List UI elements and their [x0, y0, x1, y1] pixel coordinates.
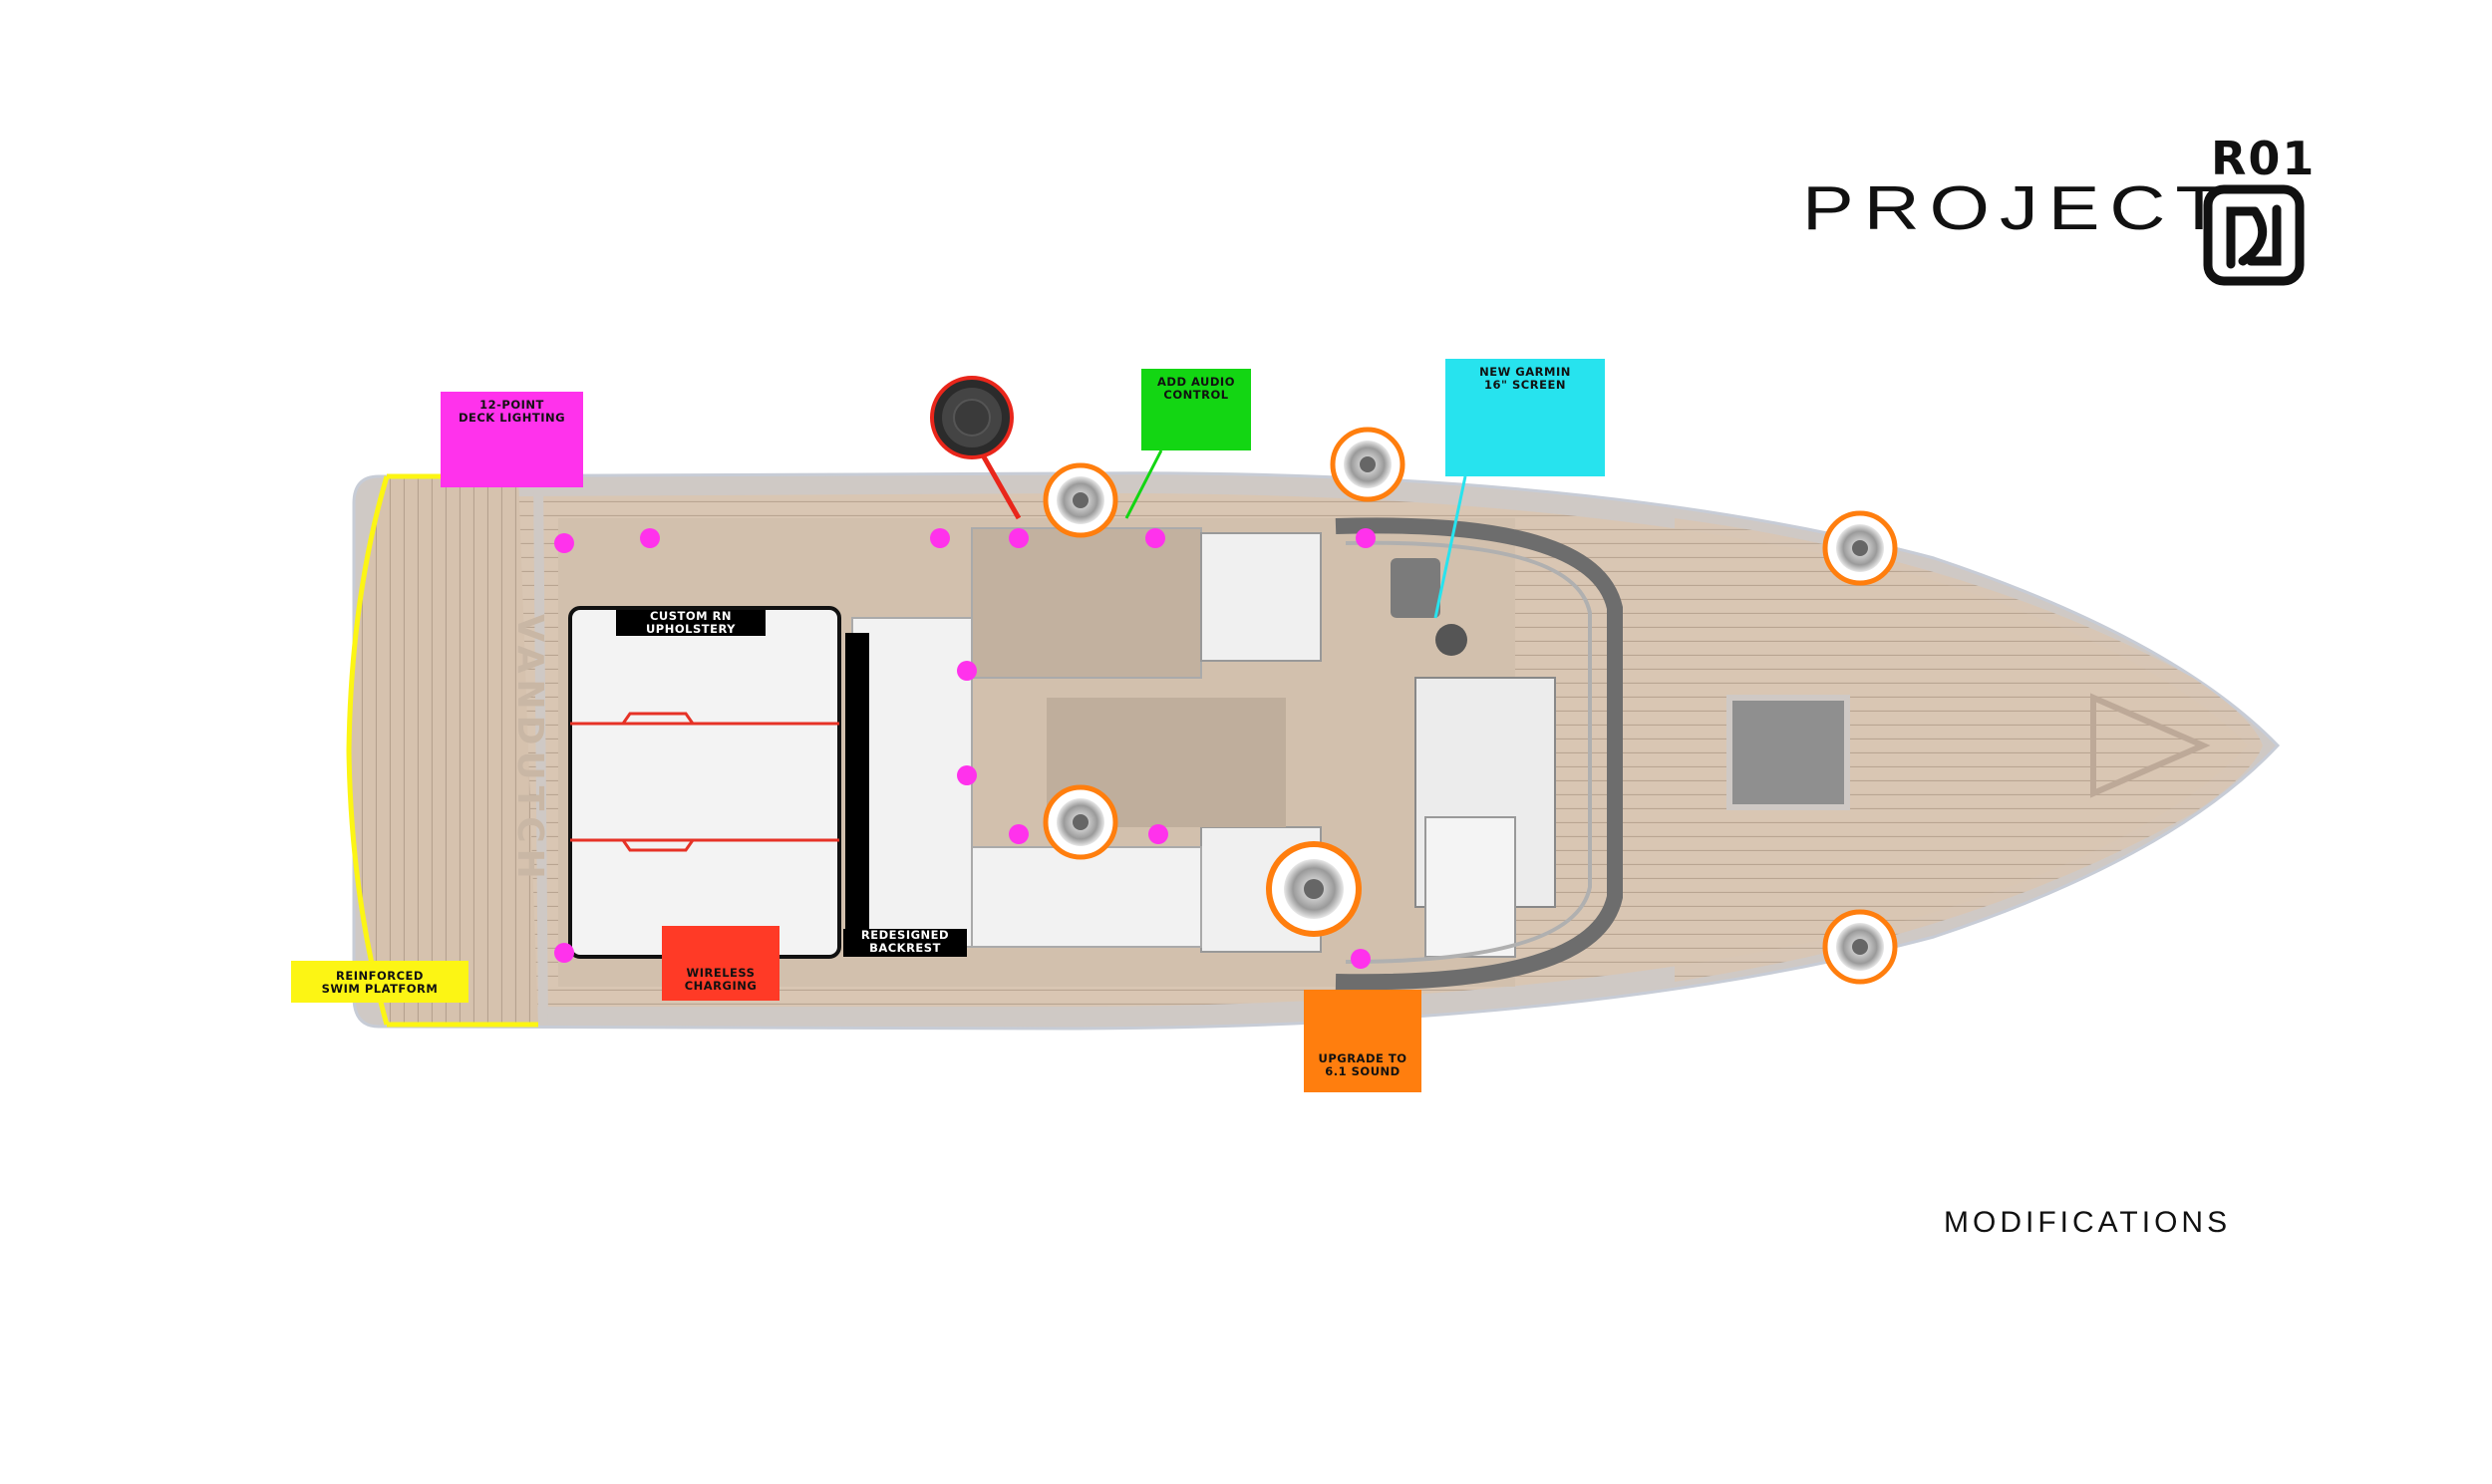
audio-control-line1: ADD AUDIO [1157, 375, 1235, 389]
speaker-grille-callout [930, 376, 1014, 459]
garmin-line1: NEW GARMIN [1479, 365, 1571, 379]
speaker-bow-starboard [1822, 909, 1898, 985]
speaker-aft-starboard [1043, 784, 1118, 860]
speaker-aft-port [1043, 462, 1118, 538]
garmin-line2: 16" SCREEN [1484, 378, 1566, 392]
brand-word: PROJECT [1802, 174, 2233, 243]
upholstery-line2: UPHOLSTERY [645, 622, 737, 636]
brand-logo-mark [2203, 184, 2305, 286]
leader-cyan [1433, 475, 1467, 619]
sunbed-upholstery: VANDUTCH [509, 606, 869, 959]
audio-control-line2: CONTROL [1163, 388, 1229, 402]
deck-lighting-line1: 12-POINT [479, 398, 544, 412]
sound-line1: UPGRADE TO [1318, 1051, 1407, 1065]
wireless-line1: WIRELESS [686, 966, 756, 980]
leader-red [979, 451, 1022, 520]
audio-control-callout: ADD AUDIO CONTROL [1141, 369, 1251, 450]
speaker-mid-port [1330, 427, 1405, 502]
backrest-callout: REDESIGNED BACKREST [843, 929, 967, 957]
brand-code: R01 [2211, 132, 2317, 185]
swim-platform-line2: SWIM PLATFORM [321, 982, 439, 996]
deck-lighting-callout: 12-POINT DECK LIGHTING [441, 392, 583, 487]
sound-callout: UPGRADE TO 6.1 SOUND [1304, 990, 1421, 1092]
speaker-bow-port [1822, 510, 1898, 586]
sound-line2: 6.1 SOUND [1325, 1064, 1401, 1078]
modifications-label: MODIFICATIONS [1944, 1206, 2232, 1239]
backrest-line1: REDESIGNED [860, 928, 950, 942]
cockpit [558, 517, 1623, 991]
garmin-callout: NEW GARMIN 16" SCREEN [1445, 359, 1605, 476]
subwoofer [1266, 841, 1362, 937]
wireless-line2: CHARGING [684, 979, 758, 993]
deck-lights [554, 528, 1376, 969]
swim-platform-line1: REINFORCED [336, 969, 424, 983]
leader-green [1124, 449, 1163, 519]
deck-lighting-line2: DECK LIGHTING [458, 411, 566, 425]
upholstery-callout: CUSTOM RN UPHOLSTERY [616, 610, 766, 636]
upholstery-line1: CUSTOM RN [649, 609, 733, 623]
swim-platform-callout: REINFORCED SWIM PLATFORM [291, 961, 468, 1003]
brand-logo: PROJECT R01 [1802, 132, 2321, 297]
wireless-charging-callout: WIRELESS CHARGING [662, 926, 779, 1001]
backrest-line2: BACKREST [869, 941, 941, 955]
transom-brand-text: VANDUTCH [509, 614, 550, 885]
